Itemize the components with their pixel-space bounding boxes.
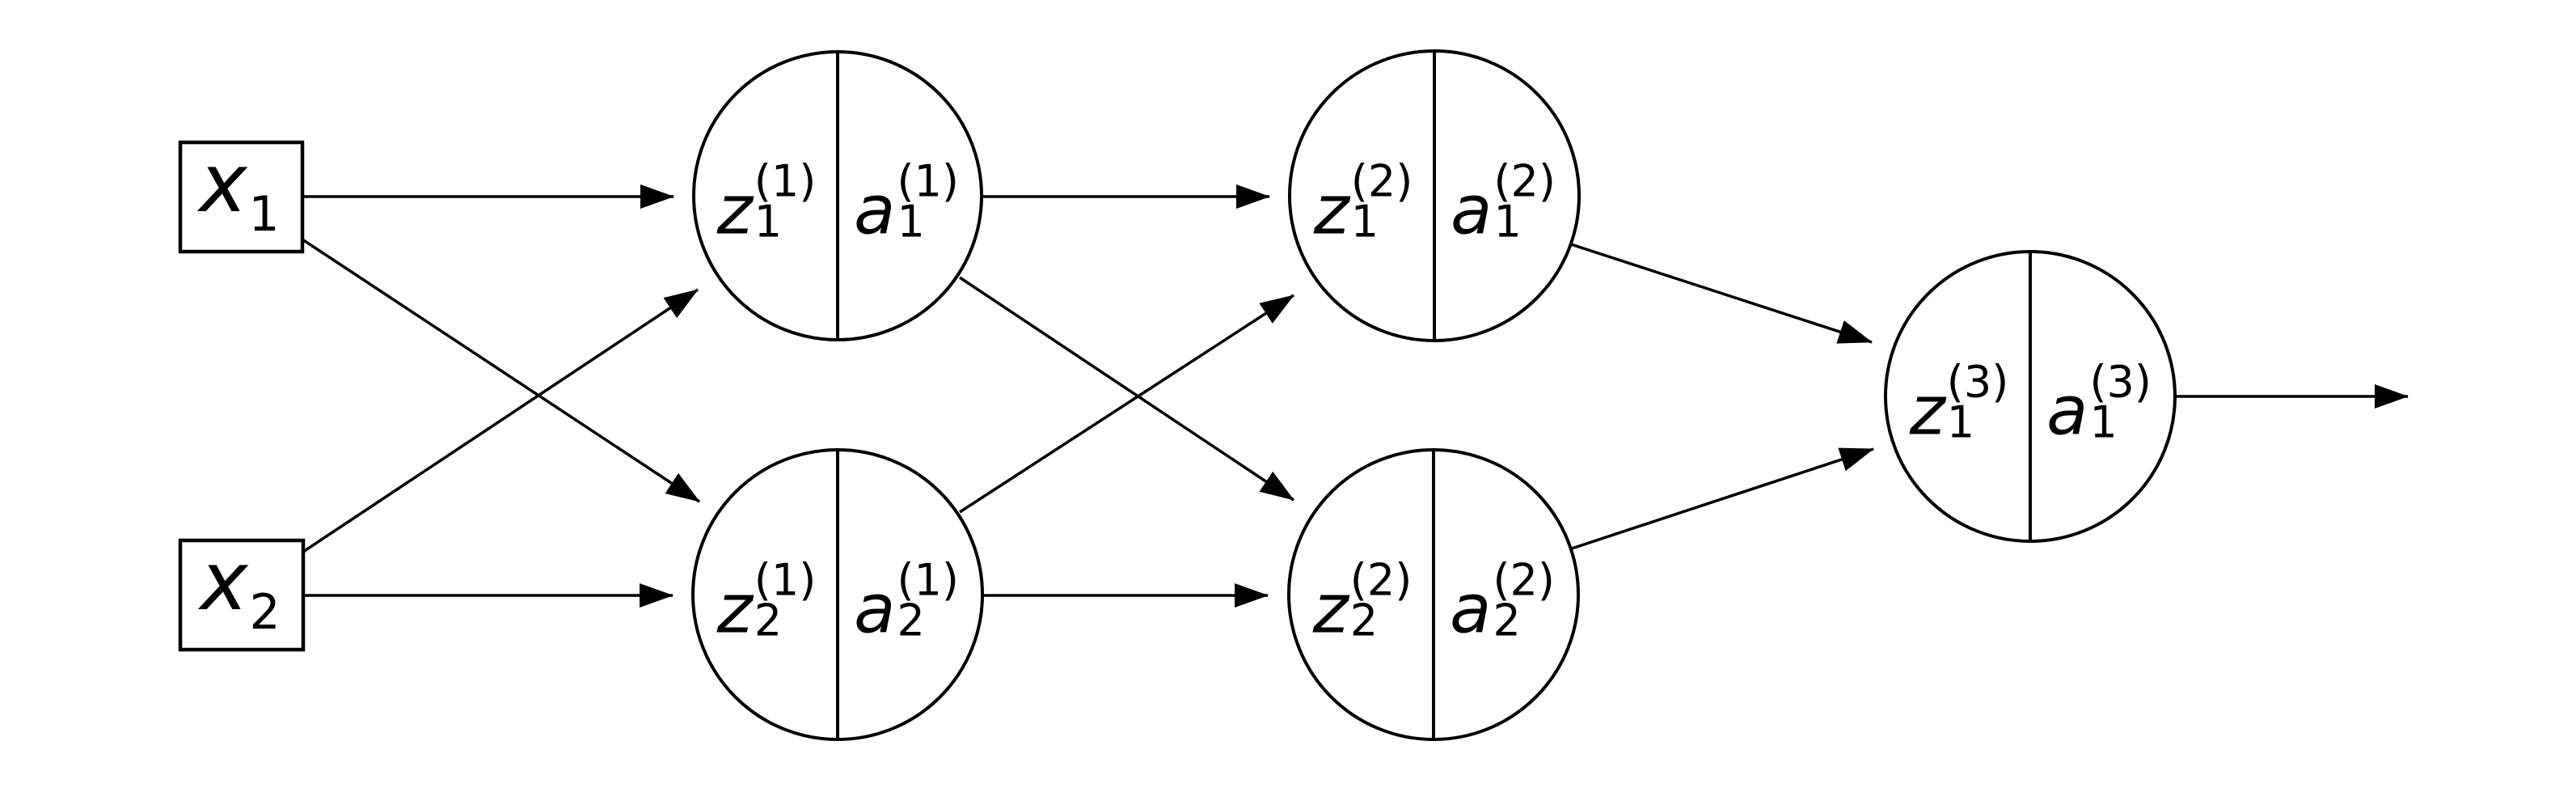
label-h21-z-subscript: 1 — [1350, 196, 1379, 247]
label-h11-z: z (1) 1 — [717, 156, 817, 244]
label-h11-z-subscript: 1 — [754, 196, 783, 247]
label-out-a-scripts: (3) 1 — [2089, 356, 2152, 447]
label-h12-a-subscript: 2 — [897, 595, 925, 646]
label-h12-z-superscript: (1) — [754, 554, 817, 606]
label-h11-a-subscript: 1 — [897, 196, 925, 247]
label-h22-a-letter: a — [1450, 569, 1492, 648]
label-h22-z: z (2) 2 — [1313, 555, 1413, 642]
label-h11-z-letter: z — [716, 170, 753, 249]
label-h21-z-scripts: (2) 1 — [1350, 155, 1413, 247]
edge-h21-to-out — [1570, 243, 1873, 344]
label-x1-subscript: 1 — [248, 186, 280, 243]
label-out-z-subscript: 1 — [1946, 396, 1975, 447]
label-h12-z: z (1) 2 — [717, 555, 817, 642]
edge-h11-to-h22 — [959, 276, 1294, 502]
label-x1: x 1 — [199, 143, 280, 243]
label-out-a-letter: a — [2046, 371, 2088, 450]
label-out-z-letter: z — [1909, 371, 1945, 450]
label-h21-z-superscript: (2) — [1350, 155, 1413, 207]
label-h12-a-letter: a — [854, 569, 896, 648]
label-h21-a-scripts: (2) 1 — [1493, 155, 1556, 247]
label-h11-a-scripts: (1) 1 — [897, 155, 959, 247]
input-node-x2 — [178, 538, 306, 652]
label-out-z: z (3) 1 — [1910, 357, 2009, 444]
label-h22-a-scripts: (2) 2 — [1493, 554, 1555, 646]
label-h22-z-subscript: 2 — [1349, 595, 1379, 646]
label-h12-a: a (1) 2 — [854, 555, 959, 642]
label-h21-z: z (2) 1 — [1314, 156, 1413, 244]
label-x2: x 2 — [200, 541, 281, 641]
label-h22-z-superscript: (2) — [1349, 554, 1413, 606]
label-h22-z-scripts: (2) 2 — [1349, 554, 1413, 646]
label-out-a-superscript: (3) — [2089, 356, 2152, 408]
label-out-a: a (3) 1 — [2046, 357, 2152, 444]
edge-h12-to-h21 — [959, 294, 1294, 514]
label-h11-a-letter: a — [854, 170, 896, 249]
label-h11-z-superscript: (1) — [754, 155, 817, 207]
input-node-x1 — [178, 140, 305, 254]
label-h21-a-subscript: 1 — [1493, 196, 1522, 247]
label-h21-a: a (2) 1 — [1451, 156, 1556, 244]
edge-x1-to-h12 — [302, 238, 700, 503]
label-h12-z-letter: z — [716, 569, 753, 648]
label-h12-z-scripts: (1) 2 — [754, 554, 817, 646]
label-x2-letter: x — [200, 534, 248, 629]
label-out-z-scripts: (3) 1 — [1946, 356, 2009, 447]
label-h21-z-letter: z — [1313, 170, 1349, 249]
edge-x2-to-h11 — [302, 288, 699, 553]
label-out-a-subscript: 1 — [2089, 396, 2118, 447]
edge-h22-to-out — [1571, 447, 1874, 550]
label-out-z-superscript: (3) — [1946, 356, 2009, 408]
label-h21-a-superscript: (2) — [1493, 155, 1556, 207]
label-h22-a: a (2) 2 — [1450, 555, 1555, 642]
label-x2-subscript: 2 — [249, 584, 281, 641]
label-h22-a-subscript: 2 — [1493, 595, 1521, 646]
label-h11-a-superscript: (1) — [897, 155, 959, 207]
label-h21-a-letter: a — [1451, 170, 1493, 249]
label-h12-a-superscript: (1) — [897, 554, 959, 606]
label-h12-a-scripts: (1) 2 — [897, 554, 959, 646]
label-h22-a-superscript: (2) — [1493, 554, 1555, 606]
label-h11-a: a (1) 1 — [854, 156, 959, 244]
label-h12-z-subscript: 2 — [754, 595, 783, 646]
label-h22-z-letter: z — [1312, 569, 1349, 648]
label-h11-z-scripts: (1) 1 — [754, 155, 817, 247]
label-x1-letter: x — [199, 136, 247, 231]
